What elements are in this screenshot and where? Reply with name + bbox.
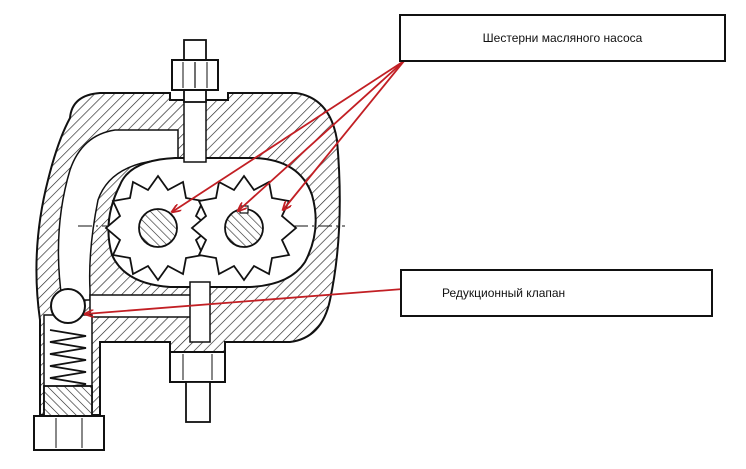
valve-ball-icon	[50, 288, 86, 324]
callout-oil-pump-gears: Шестерни масляного насоса	[399, 14, 726, 62]
gear-icon	[104, 174, 212, 282]
bottom-bolt	[169, 351, 226, 423]
top-bolt	[171, 39, 219, 103]
callout-valve-label: Редукционный клапан	[442, 286, 566, 300]
callout-gears-label: Шестерни масляного насоса	[482, 31, 643, 45]
callout-relief-valve: Редукционный клапан	[400, 269, 713, 317]
spring-icon	[49, 329, 87, 391]
relief-valve	[33, 288, 105, 451]
callout-arrows	[85, 60, 405, 314]
